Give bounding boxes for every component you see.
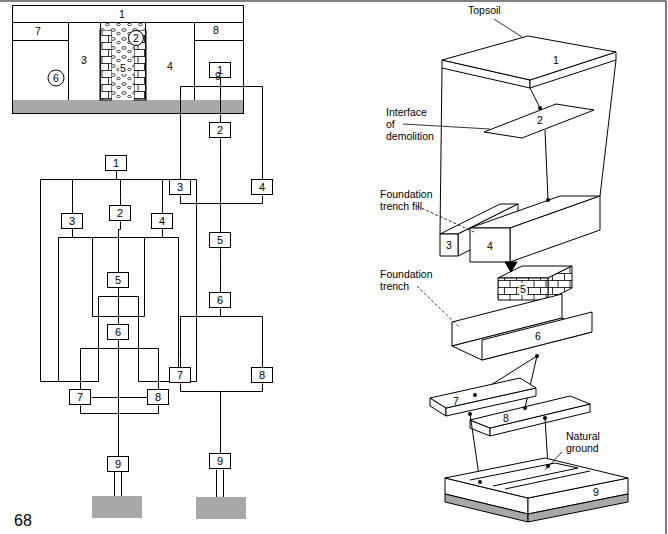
part-label: Topsoil [468,4,501,16]
part-label: Natural ground [566,430,600,454]
matrix-line [117,172,121,206]
matrix-line [181,384,221,454]
part-label: Foundation trench fill [380,188,433,212]
matrix-box: 3 [169,179,191,195]
matrix-line [81,341,119,390]
matrix-box: 8 [251,367,273,383]
section-number: 7 [35,25,41,37]
matrix-line [41,172,117,390]
section-number: 1 [119,8,125,20]
callout-number: 2 [537,114,543,126]
box-number: 5 [217,234,223,246]
matrix-box: 4 [151,213,173,229]
matrix-box: 9 [209,453,231,469]
box-number: 2 [217,124,223,136]
matrix-line [221,384,263,454]
matrix-line [221,196,263,233]
matrix-box: 8 [147,389,169,405]
matrix-line [73,230,119,273]
box-number: 8 [259,369,265,381]
callout-number: 9 [593,486,599,498]
matrix-box: 5 [209,232,231,248]
callout-number: 1 [553,54,559,66]
section-number: 2 [132,32,140,44]
matrix-box: 5 [107,272,129,288]
callout-number: 4 [487,240,493,252]
matrix-box: 4 [251,179,273,195]
box-number: 4 [159,215,165,227]
matrix-line [119,406,159,457]
matrix-line [181,309,221,368]
box-number: 5 [115,274,121,286]
section-number: 4 [167,60,173,72]
box-number: 2 [117,207,123,219]
matrix-box: 1 [105,155,127,171]
box-number: 4 [259,181,265,193]
box-number: 3 [69,215,75,227]
matrix-line [92,397,148,398]
matrix-box: 6 [209,292,231,308]
matrix-box: 9 [107,456,129,472]
matrix-line [220,249,221,293]
exploded-illustration [430,36,628,522]
section-number: 6 [53,72,59,84]
box-number: 3 [177,181,183,193]
section-number: 5 [119,62,127,74]
section-number: 9 [215,70,221,82]
matrix-box: 7 [169,367,191,383]
box-number: 7 [177,369,183,381]
callout-number: 8 [503,412,509,424]
matrix-box: 7 [69,389,91,405]
callout-number: 3 [446,239,452,251]
matrix-line [181,196,221,233]
part-label: Foundation trench [380,268,433,292]
section-number: 3 [81,54,87,66]
matrix-line [159,230,179,390]
section-drawing [12,6,244,114]
matrix-line [59,230,81,390]
callout-number: 6 [535,330,541,342]
leader-line [403,19,562,470]
matrix-line [119,230,163,273]
callout-number: 5 [519,283,527,295]
box-number: 8 [155,391,161,403]
matrix-box: 2 [209,122,231,138]
section-number: 8 [213,24,219,36]
matrix-box: 3 [61,213,83,229]
box-number: 7 [77,391,83,403]
matrix-box: 6 [107,324,129,340]
box-number: 9 [217,455,223,467]
part-label: Interface of demolition [386,106,434,142]
matrix-base [92,470,246,519]
matrix-line [119,341,159,390]
matrix-line [221,309,263,368]
matrix-box: 2 [109,205,131,221]
box-number: 6 [217,294,223,306]
box-number: 6 [115,326,121,338]
box-number: 1 [113,157,119,169]
matrix-line [81,406,119,457]
page-number: 68 [14,512,32,530]
box-number: 9 [115,458,121,470]
callout-number: 7 [453,395,459,407]
